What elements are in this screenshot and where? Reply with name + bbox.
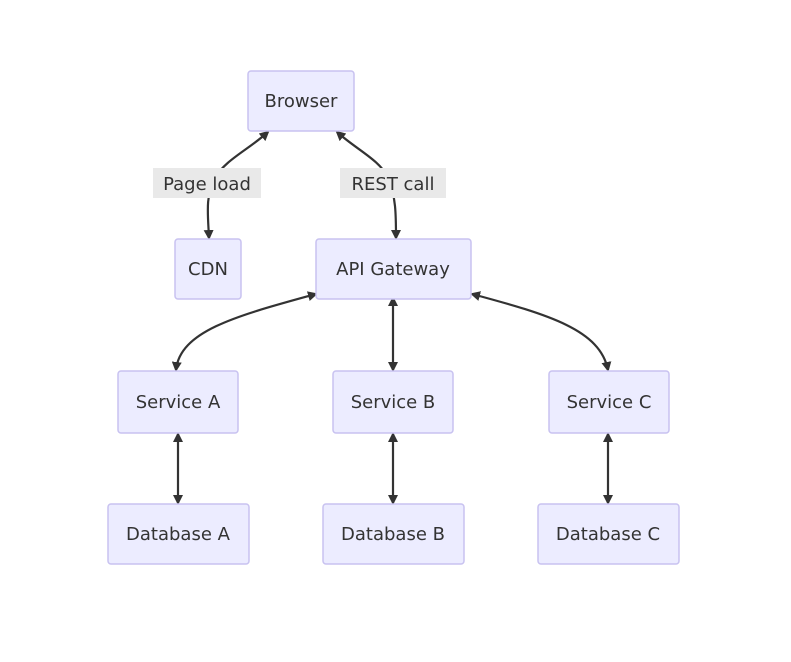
node-database-a: Database A — [107, 503, 250, 565]
node-service-b: Service B — [332, 370, 454, 434]
node-database-c: Database C — [537, 503, 680, 565]
node-database-c-label: Database C — [556, 524, 660, 545]
edge-api-service-a — [171, 291, 318, 372]
node-database-a-label: Database A — [126, 524, 231, 545]
node-browser: Browser — [247, 70, 355, 132]
node-service-c-label: Service C — [567, 392, 652, 413]
edge-label-page-load: Page load — [153, 168, 261, 198]
edge-label-rest-call: REST call — [340, 168, 446, 198]
edge-label-rest-call-text: REST call — [352, 174, 435, 195]
node-cdn: CDN — [174, 238, 242, 300]
node-api-gateway: API Gateway — [315, 238, 472, 300]
edges — [171, 130, 613, 505]
edge-label-page-load-text: Page load — [163, 174, 251, 195]
node-service-c: Service C — [548, 370, 670, 434]
node-service-a-label: Service A — [136, 392, 221, 413]
node-cdn-label: CDN — [188, 259, 228, 280]
edge-api-service-c — [470, 291, 612, 372]
node-api-gateway-label: API Gateway — [336, 259, 450, 280]
node-database-b-label: Database B — [341, 524, 445, 545]
node-service-b-label: Service B — [351, 392, 436, 413]
node-database-b: Database B — [322, 503, 465, 565]
node-service-a: Service A — [117, 370, 239, 434]
node-browser-label: Browser — [265, 91, 339, 112]
